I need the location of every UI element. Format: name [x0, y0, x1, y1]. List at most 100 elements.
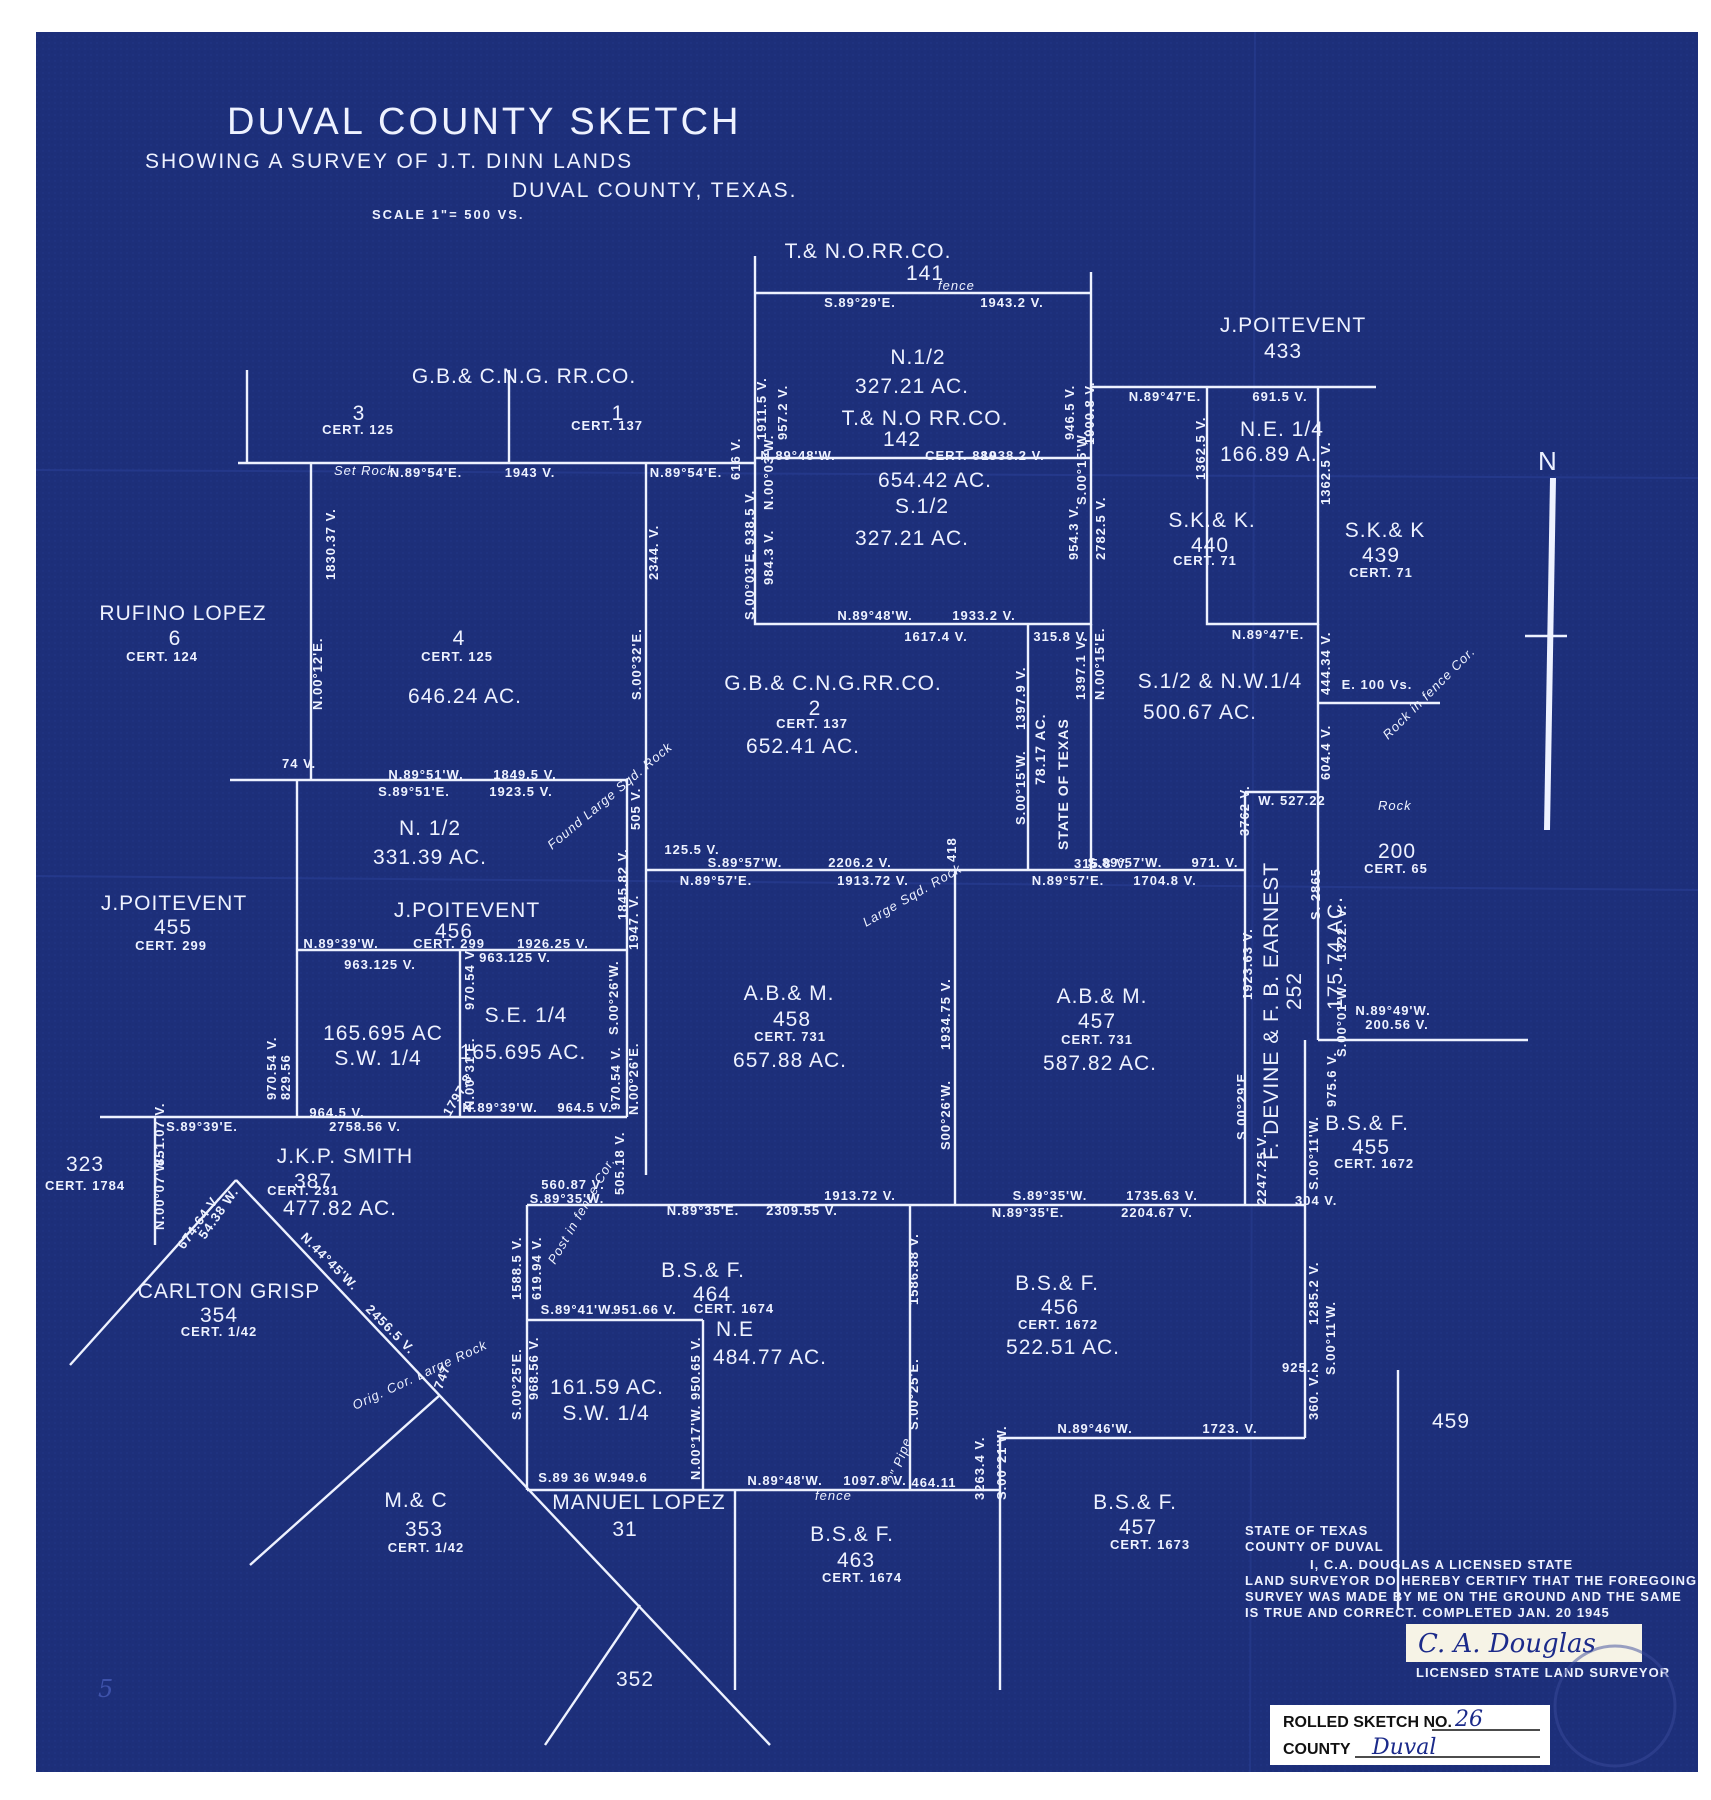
parcel-cert: CERT. 1672	[1334, 1156, 1414, 1171]
bearing-text: S.00°29'E.	[1234, 1068, 1249, 1140]
bearing-text: 1923.63 V.	[1240, 928, 1255, 1000]
parcel-number: 141	[906, 262, 944, 285]
parcel-name: G.B.& C.N.G.RR.CO.	[724, 672, 942, 695]
bearing-text: 315.8 V.	[1033, 629, 1088, 644]
bearing-text: 851.07 V.	[152, 1103, 167, 1166]
parcel-name: A.B.& M.	[1057, 985, 1148, 1008]
parcel-cert: CERT. 71	[1349, 565, 1413, 580]
bearing-text: 938.5 V.	[742, 490, 757, 545]
bearing-text: N.89°39'W.	[303, 936, 378, 951]
parcel-number: 323	[66, 1153, 104, 1176]
parcel-cert: CERT. 1784	[45, 1178, 125, 1193]
parcel-cert: CERT. 299	[135, 938, 207, 953]
parcel-number: 352	[616, 1668, 654, 1691]
bearing-text: 984.3 V.	[761, 530, 776, 585]
bearing-text: S.89°41'W.	[541, 1302, 616, 1317]
parcel-acres: 327.21 AC.	[855, 375, 969, 398]
bearing-text: 1285.2 V.	[1306, 1262, 1321, 1325]
parcel-acres: 165.695 AC	[323, 1022, 443, 1045]
parcel-cert: CERT. 1/42	[388, 1540, 464, 1555]
parcel-cert: CERT. 125	[421, 649, 493, 664]
stamp-sketch-value: 26	[1454, 1707, 1483, 1732]
parcel-cert: CERT. 1/42	[181, 1324, 257, 1339]
bearing-text: 957.2 V.	[775, 385, 790, 440]
blueprint-paper	[36, 32, 1698, 1772]
bearing-text: 1913.72 V.	[824, 1188, 896, 1203]
bearing-text: 964.5 V.	[309, 1105, 364, 1120]
parcel-name: STATE OF TEXAS	[1055, 718, 1071, 850]
surveyor-signature: C. A. Douglas	[1418, 1629, 1596, 1659]
bearing-text: 560.87 V.	[541, 1177, 604, 1192]
bearing-text: 2206.2 V.	[828, 855, 891, 870]
bearing-text: N.89°46'W.	[1057, 1421, 1132, 1436]
bearing-text: 946.5 V.	[1062, 385, 1077, 440]
field-note: fence	[938, 278, 975, 293]
bearing-text: 125.5 V.	[664, 842, 719, 857]
parcel-number: 354	[200, 1304, 238, 1327]
surveyor-certification: STATE OF TEXAS COUNTY OF DUVAL I, C.A. D…	[1245, 1523, 1696, 1680]
bearing-text: E. 100 Vs.	[1342, 677, 1413, 692]
parcel-cert: CERT. 1673	[1110, 1537, 1190, 1552]
bearing-text: 616 V.	[728, 438, 743, 480]
parcel-name: N. 1/2	[399, 817, 461, 840]
surveyor-seal	[1553, 1644, 1677, 1768]
bearing-text: 971. V.	[1191, 855, 1238, 870]
parcel-name: S.W. 1/4	[562, 1402, 649, 1425]
bearing-text: N.00°15'E.	[1092, 628, 1107, 701]
signer-title: LICENSED STATE LAND SURVEYOR	[1416, 1665, 1670, 1680]
bearing-text: 1947. V.	[626, 895, 641, 950]
map-scale: SCALE 1"= 500 VS.	[372, 207, 525, 222]
parcel-name: MANUEL LOPEZ	[552, 1491, 725, 1514]
parcel-number: 457	[1119, 1516, 1157, 1539]
stamp-county-value: Duval	[1371, 1735, 1436, 1760]
parcel-acres: 587.82 AC.	[1043, 1052, 1157, 1075]
parcel-acres: 161.59 AC.	[550, 1376, 664, 1399]
bearing-text: 604.4 V.	[1318, 725, 1333, 780]
bearing-text: 970.54 V.	[264, 1037, 279, 1100]
bearing-text: 1933.2 V.	[952, 608, 1015, 623]
bearing-text: S.00°26'W.	[606, 960, 621, 1035]
bearing-text: 1943 V.	[505, 465, 556, 480]
parcel-cert: CERT. 137	[776, 716, 848, 731]
bearing-text: 1397.9 V.	[1013, 667, 1028, 730]
parcel-number: 142	[883, 428, 921, 451]
parcel-number: 200	[1378, 840, 1416, 863]
bearing-text: 418	[944, 837, 959, 862]
bearing-text: 954.3 V.	[1066, 505, 1081, 560]
bearing-text: 970.54 V.	[462, 947, 477, 1010]
parcel-name: T.& N.O.RR.CO.	[785, 240, 952, 263]
bearing-text: 2309.55 V.	[766, 1203, 838, 1218]
parcel-cert: CERT. 731	[754, 1029, 826, 1044]
svg-text:N: N	[1538, 446, 1558, 476]
bearing-text: 691.5 V.	[1252, 389, 1307, 404]
bearing-text: 1845.82 V.	[615, 848, 630, 920]
fold-crease	[35, 875, 1699, 891]
parcel-name: M.& C	[384, 1489, 447, 1512]
parcel-name: B.S.& F.	[661, 1259, 745, 1282]
parcel-name: B.S.& F.	[1325, 1112, 1409, 1135]
parcel-acres: 522.51 AC.	[1006, 1336, 1120, 1359]
parcel-acres: 166.89 A.	[1220, 443, 1318, 466]
bearing-text: 1900.8 V.	[1082, 382, 1097, 445]
parcel-number: 2	[809, 697, 822, 720]
bearing-text: N.89°51'W.	[388, 767, 463, 782]
parcel-number: 4	[453, 627, 466, 650]
parcel-cert: CERT. 124	[126, 649, 198, 664]
parcel-acres: 500.67 AC.	[1143, 701, 1257, 724]
map-subtitle-2: DUVAL COUNTY, TEXAS.	[512, 179, 797, 202]
bearing-text: 315.8 V.	[1074, 856, 1129, 871]
bearing-text: S.00°21'W.	[994, 1425, 1009, 1500]
parcel-name: J.K.P. SMITH	[277, 1145, 413, 1168]
cert-line: IS TRUE AND CORRECT. COMPLETED JAN. 20 1…	[1245, 1605, 1610, 1620]
cert-line: SURVEY WAS MADE BY ME ON THE GROUND AND …	[1245, 1589, 1682, 1604]
field-note: fence	[815, 1488, 852, 1503]
parcel-name: B.S.& F.	[810, 1523, 894, 1546]
stamp-backing	[1270, 1705, 1550, 1765]
bearing-text: 1934.75 V.	[938, 978, 953, 1050]
bearing-text: S.00°32'E.	[629, 628, 644, 700]
bearing-text: 968.56 V.	[526, 1337, 541, 1400]
bearing-text: 1849.5 V.	[493, 767, 556, 782]
parcel-name: N.E. 1/4	[1240, 418, 1324, 441]
bearing-text: 975.6 V.	[1324, 1052, 1339, 1107]
